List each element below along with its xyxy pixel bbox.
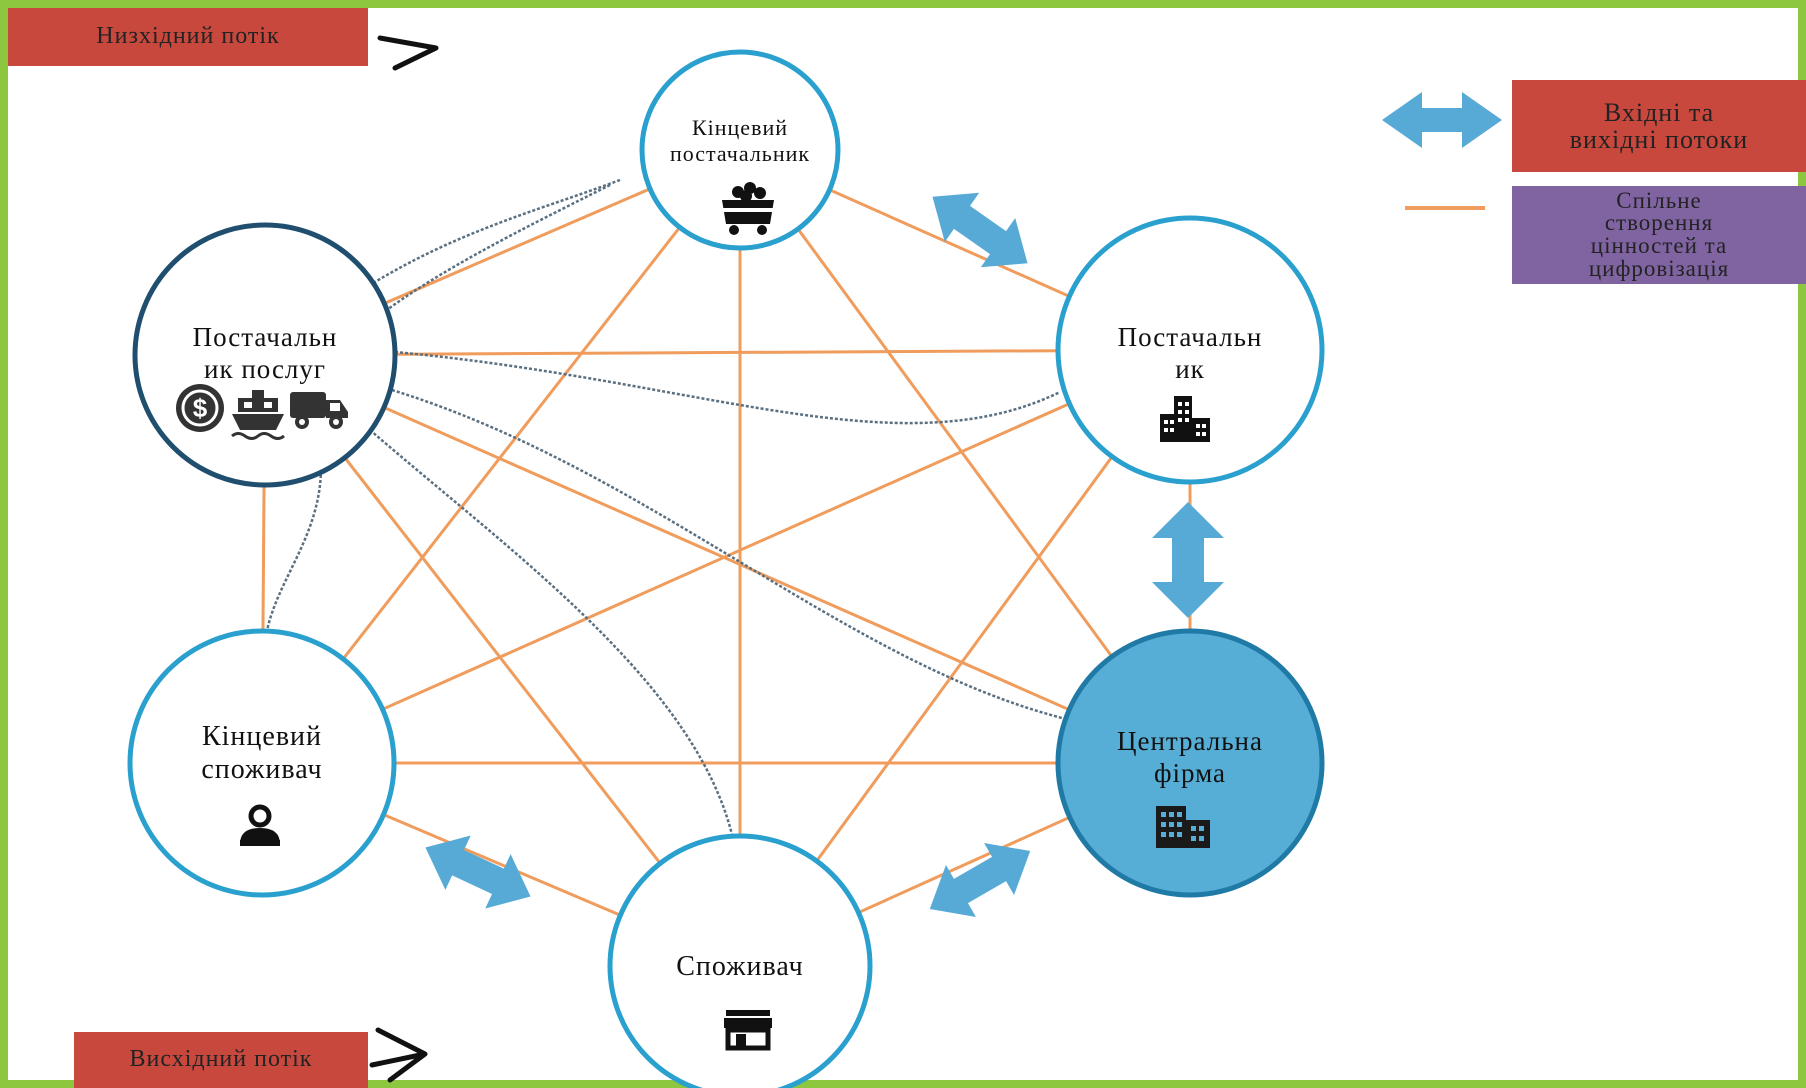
service-provider-label-line1: Постачальн [192,322,338,352]
node-end-consumer[interactable] [127,628,397,898]
upstream-arrow-icon [375,1027,428,1083]
mining-cart-icon [720,182,776,235]
supplier-label-line1: Постачальн [1117,322,1263,352]
end-consumer-label: Кінцевий споживач [142,720,382,786]
arrow-endconsumer-consumer [425,835,531,909]
supplier-label: Постачальн ик [1070,322,1310,386]
flow-arrows [425,92,1502,917]
legend-cocreation-line3: цінностей та [1590,233,1728,258]
legend-cocreation-line1: Спільне [1616,187,1702,213]
person-icon [240,804,280,846]
digital-link-serviceprovider-centralfirm [391,388,1063,720]
digital-links [263,178,1063,869]
end-supplier-label-line2: постачальник [669,140,811,166]
end-consumer-label-line2: споживач [201,754,323,786]
legend-flows-line1: Вхідні та [1603,97,1715,127]
office-building-icon [1156,806,1210,848]
digital-link-serviceprovider-supplier [394,350,1061,425]
node-end-supplier[interactable] [639,49,841,251]
end-supplier-label: Кінцевий постачальник [640,115,840,167]
edge-serviceprovider-centralfirm [264,353,1191,765]
legend-flows-tag: Вхідні та вихідні потоки [1512,80,1806,172]
store-icon [724,1010,772,1051]
upstream-flow-tag: Висхідний потік [74,1032,368,1088]
supplier-label-line2: ик [1175,353,1205,384]
central-firm-label-line1: Центральна [1116,726,1263,756]
legend-double-arrow-icon [1382,92,1502,148]
nodes [127,49,1325,1088]
buildings-icon [1160,396,1210,442]
arrow-supplier-centralfirm [1152,502,1224,618]
legend-cocreation-line2: створення [1604,210,1714,236]
edge-supplier-endconsumer [261,348,1191,765]
downstream-arrow-icon [377,35,439,71]
node-supplier[interactable] [1055,215,1325,485]
downstream-flow-tag: Низхідний потік [8,8,368,66]
legend-flows-line2: вихідні потоки [1569,125,1749,154]
consumer-label: Споживач [620,950,860,983]
downstream-flow-label: Низхідний потік [96,23,280,50]
central-firm-label-line2: фірма [1154,757,1226,788]
svg-text:$: $ [193,393,208,423]
consumer-label-line1: Споживач [676,951,804,982]
digital-link-serviceprovider-endsupplier-2 [369,178,621,287]
truck-icon [290,392,348,429]
central-firm-label: Центральна фірма [1070,726,1310,790]
end-consumer-label-line1: Кінцевий [201,721,323,752]
legend-cocreation-tag: Спільне створення цінностей та цифровіза… [1512,186,1806,284]
node-central-firm[interactable] [1055,628,1325,898]
digital-link-serviceprovider-endconsumer [263,449,323,661]
digital-link-serviceprovider-consumer [369,429,740,869]
legend-cocreation-line4: цифровізація [1588,255,1730,281]
dollar-coin-icon: $ [176,384,224,432]
edge-serviceprovider-supplier [264,348,1191,357]
ship-icon [231,390,285,440]
service-provider-label: Постачальн ик послуг [145,322,385,386]
arrow-endsupplier-supplier [932,192,1028,268]
node-consumer[interactable] [607,833,873,1088]
end-supplier-label-line1: Кінцевий [691,115,789,140]
upstream-flow-label: Висхідний потік [129,1046,313,1073]
digital-link-serviceprovider-endsupplier [379,183,611,317]
upstream-arrow-shaft [369,1052,423,1068]
service-provider-label-line2: ик послуг [204,353,326,384]
arrow-centralfirm-consumer [929,843,1031,917]
